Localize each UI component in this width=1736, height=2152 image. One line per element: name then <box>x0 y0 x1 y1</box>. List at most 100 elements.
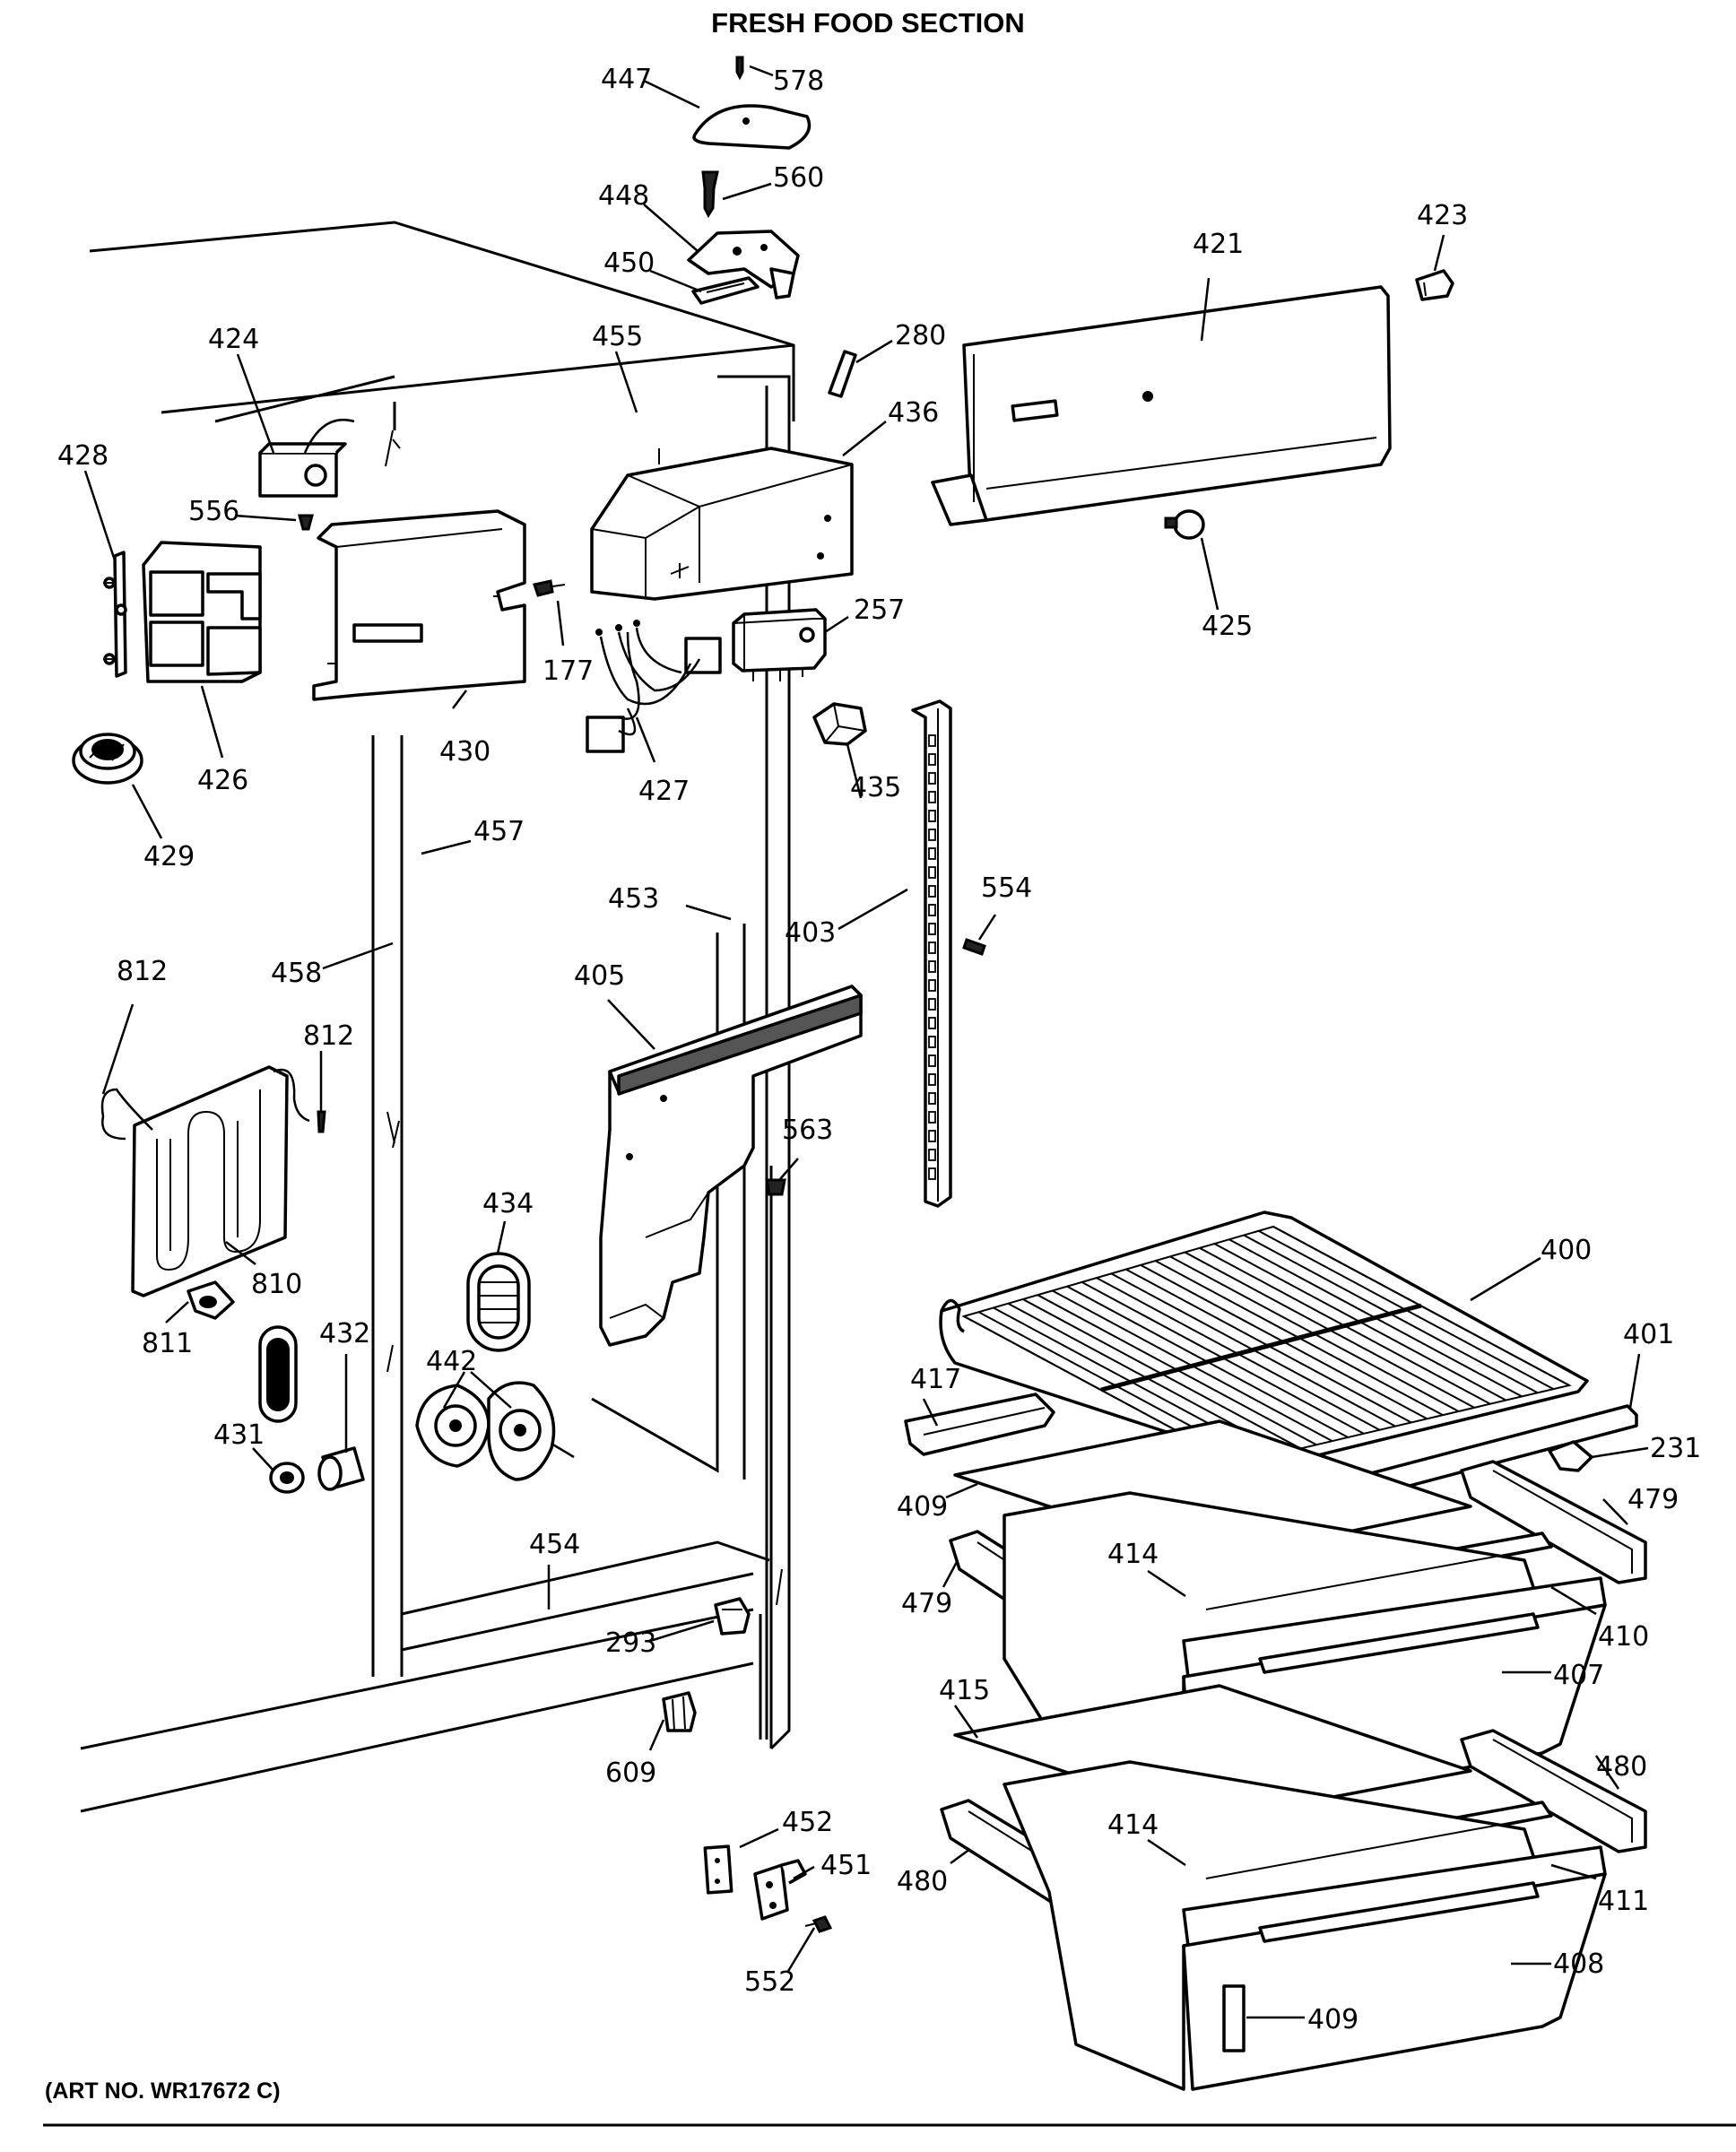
ladder-slot <box>928 1054 936 1067</box>
bushing-432 <box>317 1446 365 1491</box>
callout-479-right: 479 <box>1628 1484 1679 1515</box>
screw-556 <box>298 514 314 531</box>
hinge-cover-447 <box>692 104 812 150</box>
shelf-support-405 <box>599 985 863 1347</box>
control-housing-436 <box>590 447 854 601</box>
callout-429: 429 <box>143 841 195 872</box>
callout-578: 578 <box>773 65 824 97</box>
callout-432: 432 <box>319 1318 370 1349</box>
callout-480-right: 480 <box>1596 1751 1647 1783</box>
bulb-423 <box>1415 269 1454 301</box>
callout-812-left: 812 <box>117 956 168 987</box>
ladder-slot <box>928 960 936 973</box>
shelf-center-bar <box>1100 1303 1422 1393</box>
light-shield-429 <box>72 733 143 785</box>
socket-housing-426 <box>142 541 262 683</box>
callout-257: 257 <box>854 594 905 626</box>
callout-452: 452 <box>782 1807 833 1838</box>
callout-409-lower: 409 <box>1307 2004 1358 2035</box>
callout-293: 293 <box>605 1627 656 1659</box>
callout-408: 408 <box>1553 1948 1604 1980</box>
clip-811 <box>187 1280 235 1320</box>
callout-448: 448 <box>598 180 649 212</box>
screw-563 <box>765 1178 786 1196</box>
light-lens-434 <box>466 1252 531 1352</box>
callout-609: 609 <box>605 1757 656 1789</box>
shelf-ladder-403 <box>911 699 952 1208</box>
callout-403: 403 <box>785 917 836 949</box>
callout-177: 177 <box>542 655 594 687</box>
callout-425: 425 <box>1202 611 1253 642</box>
clip-609 <box>662 1691 697 1732</box>
callout-442: 442 <box>426 1346 477 1377</box>
callout-479-left: 479 <box>901 1588 952 1619</box>
ladder-slot <box>928 1111 936 1124</box>
knob-425 <box>1164 509 1205 540</box>
ladder-slot <box>928 866 936 879</box>
clip-293 <box>714 1597 751 1636</box>
callout-454: 454 <box>529 1529 580 1560</box>
callout-455: 455 <box>592 321 643 352</box>
wire-shelf-400 <box>939 1210 1589 1481</box>
timer-257 <box>732 608 827 681</box>
callout-552: 552 <box>744 1966 795 1998</box>
ladder-slot <box>928 791 936 803</box>
art-number: (ART NO. WR17672 C) <box>45 2078 281 2104</box>
callout-417: 417 <box>910 1364 961 1395</box>
callout-480-left: 480 <box>897 1866 948 1897</box>
callout-457: 457 <box>473 816 525 847</box>
shelf-trim-417 <box>904 1393 1055 1456</box>
callout-811: 811 <box>142 1328 193 1359</box>
ladder-slot <box>928 1149 936 1161</box>
callout-428: 428 <box>57 440 108 472</box>
callout-414-upper: 414 <box>1107 1539 1159 1570</box>
callout-810: 810 <box>251 1269 302 1300</box>
callout-415: 415 <box>939 1675 990 1706</box>
callout-407: 407 <box>1553 1660 1604 1691</box>
callout-450: 450 <box>603 247 655 279</box>
thermostat-424 <box>258 419 355 498</box>
callout-554: 554 <box>981 872 1032 904</box>
callout-409-upper: 409 <box>897 1491 948 1523</box>
ladder-slot <box>928 1130 936 1142</box>
ladder-slot <box>928 941 936 954</box>
cabinet-liner <box>80 221 795 1813</box>
screw-812 <box>317 1110 326 1133</box>
callout-436: 436 <box>888 397 939 429</box>
hinge-448 <box>687 230 800 299</box>
lens-431 <box>258 1325 298 1423</box>
callout-435: 435 <box>850 772 901 803</box>
callout-812-right: 812 <box>303 1020 354 1052</box>
callout-431: 431 <box>213 1419 265 1451</box>
callout-410: 410 <box>1598 1621 1649 1653</box>
ladder-slot <box>928 847 936 860</box>
hinge-451 <box>753 1859 807 1921</box>
crisper-drawer-408 <box>1003 1760 1607 2091</box>
ladder-slot <box>928 923 936 935</box>
ladder-slot <box>928 1167 936 1180</box>
screw-560 <box>701 170 719 219</box>
diagram-title: FRESH FOOD SECTION <box>711 7 1025 39</box>
screw-554 <box>962 938 986 956</box>
wiring-harness-427 <box>586 620 722 753</box>
leader-lines <box>83 65 1649 2019</box>
shim-450 <box>691 276 760 305</box>
screw-552 <box>804 1915 833 1933</box>
screw-177 <box>533 579 566 597</box>
callout-401: 401 <box>1623 1319 1674 1350</box>
drawer-slide-480-right <box>1460 1729 1647 1853</box>
ladder-slot <box>928 753 936 766</box>
switch-435 <box>812 702 867 746</box>
callout-424: 424 <box>208 324 259 355</box>
callout-421: 421 <box>1193 229 1244 260</box>
callout-423: 423 <box>1417 200 1468 231</box>
ladder-slot <box>928 998 936 1011</box>
control-bracket-430 <box>312 509 526 701</box>
screw-578 <box>735 56 744 81</box>
ladder-slot <box>928 810 936 822</box>
callout-430: 430 <box>439 736 490 768</box>
ladder-slot <box>928 829 936 841</box>
callout-414-lower: 414 <box>1107 1809 1159 1841</box>
ladder-slot <box>928 772 936 785</box>
